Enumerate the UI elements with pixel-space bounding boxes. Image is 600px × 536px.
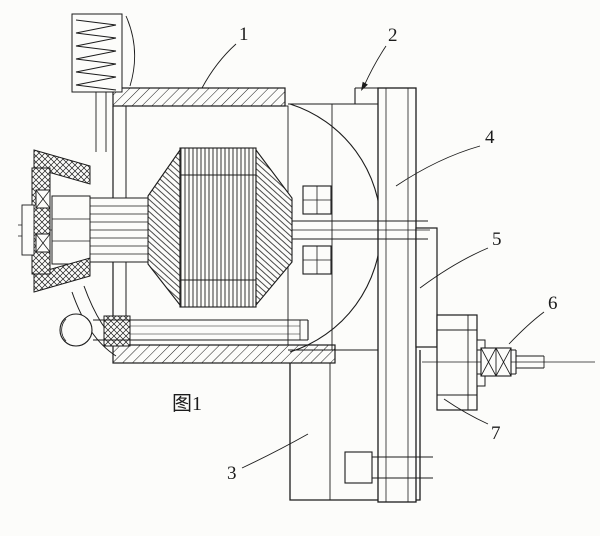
bottom-attachment [344, 451, 433, 484]
callout-6-label: 6 [548, 293, 558, 314]
leader-7 [443, 398, 489, 425]
leader-4 [395, 145, 481, 187]
gearbox-body [436, 314, 478, 411]
motor-top-housing-hatch [112, 87, 286, 107]
gearbox-block [436, 314, 486, 411]
bottom-attachment-box [344, 451, 373, 484]
mounting-plate [377, 87, 417, 503]
rotor-left-cone [147, 148, 181, 307]
lower-bearing-symbol [302, 245, 332, 275]
extension-strip [415, 227, 438, 348]
lower-gear-housing [289, 350, 421, 501]
rotor-armature [147, 147, 293, 308]
foot-hatched-boss [103, 315, 131, 347]
callout-7-label: 7 [491, 423, 501, 444]
leader-2-arrowhead [361, 81, 368, 91]
flange-hub [51, 195, 91, 265]
leader-2 [363, 45, 387, 87]
end-bell-arc [289, 103, 382, 353]
through-bolt [59, 313, 309, 347]
callout-2-label: 2 [388, 25, 398, 46]
callout-1-label: 1 [239, 24, 249, 45]
terminal-cross-boxes [35, 189, 51, 253]
leader-1 [201, 43, 237, 89]
flange-left-strip [31, 167, 51, 275]
callout-4-label: 4 [485, 127, 495, 148]
output-shaft [422, 347, 595, 377]
mounting-plate-body [377, 87, 417, 503]
leader-6 [508, 311, 545, 345]
rotor-lamination-stack [179, 147, 257, 308]
coil-zigzag [75, 19, 117, 91]
figure-caption: 图1 [172, 393, 202, 415]
lower-housing-outline [289, 350, 421, 501]
flange-lower-arm [33, 257, 91, 293]
lead-wire-curve [125, 15, 136, 87]
output-bearing-symbol [480, 347, 512, 377]
flange-upper-arm [33, 149, 91, 185]
leader-3 [241, 433, 309, 469]
right-extension-flange [415, 227, 438, 348]
callout-5-label: 5 [492, 229, 502, 250]
bolt-head [59, 313, 93, 347]
callout-3-label: 3 [227, 463, 237, 484]
flange-left-protrusion [21, 204, 35, 256]
coil-body [71, 13, 123, 93]
callouts: 1 2 3 4 5 6 7 [201, 24, 558, 484]
motor-bearings [302, 185, 332, 275]
rotor-right-cone [255, 148, 293, 307]
end-bell-bracket [288, 87, 382, 353]
left-flange-assembly [21, 149, 91, 293]
upper-bearing-symbol [302, 185, 332, 215]
splined-shaft-section [51, 195, 149, 265]
terminal-coil [71, 13, 136, 152]
leader-5 [419, 247, 489, 289]
